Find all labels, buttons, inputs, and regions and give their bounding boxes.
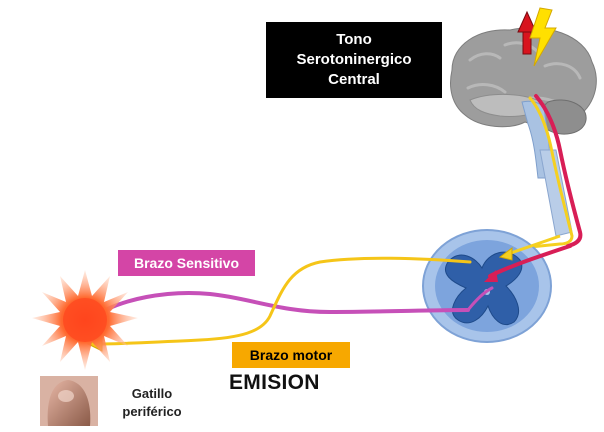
motor-pathway [98, 256, 472, 346]
tono-serotoninergico-box: Tono Serotoninergico Central [266, 22, 442, 98]
up-arrow-icon [517, 10, 537, 55]
lightning-bolt-icon [529, 7, 557, 67]
sensory-pathway [90, 291, 470, 320]
brazo-motor-label: Brazo motor [232, 342, 350, 368]
gatillo-line-1: Gatillo [131, 386, 173, 401]
brazo-sensitivo-label: Brazo Sensitivo [118, 250, 255, 276]
descending-pathway [534, 94, 583, 248]
descending-pathway-yellow [518, 96, 574, 250]
tono-line-3: Central [328, 71, 380, 88]
fingertip-image [40, 376, 98, 426]
gatillo-periferico-label: Gatillo periférico [102, 385, 202, 421]
emision-label: EMISION [229, 371, 320, 394]
tono-line-1: Tono [336, 31, 372, 48]
tono-line-2: Serotoninergico [296, 51, 412, 68]
descending-arrow-into-cord [507, 234, 561, 256]
gatillo-line-2: periférico [122, 404, 182, 419]
brain-icon [450, 27, 597, 237]
